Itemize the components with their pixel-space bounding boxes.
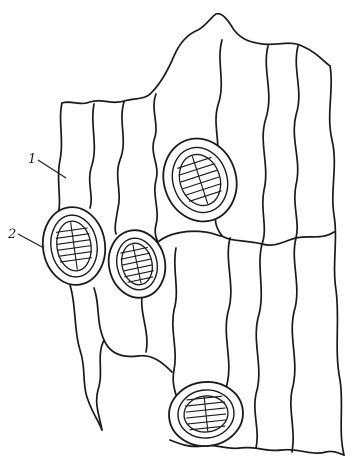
wall-h3 (173, 248, 176, 395)
label-epidermal-cell: 1 (28, 152, 36, 167)
stoma-center-left (103, 225, 172, 303)
wall-v5 (262, 46, 269, 244)
wall-l3 (142, 296, 147, 352)
wall-l1 (94, 288, 172, 372)
wall-v9 (291, 238, 297, 452)
label-2-group: 2 (7, 227, 44, 248)
wall-v3 (153, 94, 158, 242)
outer-wall-top (62, 14, 330, 104)
wall-v1 (90, 104, 95, 208)
wall-h1 (222, 232, 334, 245)
outer-wall-left (58, 103, 62, 215)
stoma-upper-center (153, 129, 247, 231)
wall-v8 (255, 244, 262, 448)
label-stoma: 2 (7, 227, 16, 242)
leader-line-1 (38, 160, 66, 178)
wall-v2 (115, 102, 124, 234)
leader-line-2 (18, 234, 44, 248)
wall-v6 (294, 46, 299, 238)
stoma-left (38, 203, 110, 289)
wall-h2 (158, 231, 222, 242)
wall-l2 (97, 340, 104, 430)
stoma-bottom (166, 378, 246, 449)
outer-wall-right (330, 66, 344, 455)
